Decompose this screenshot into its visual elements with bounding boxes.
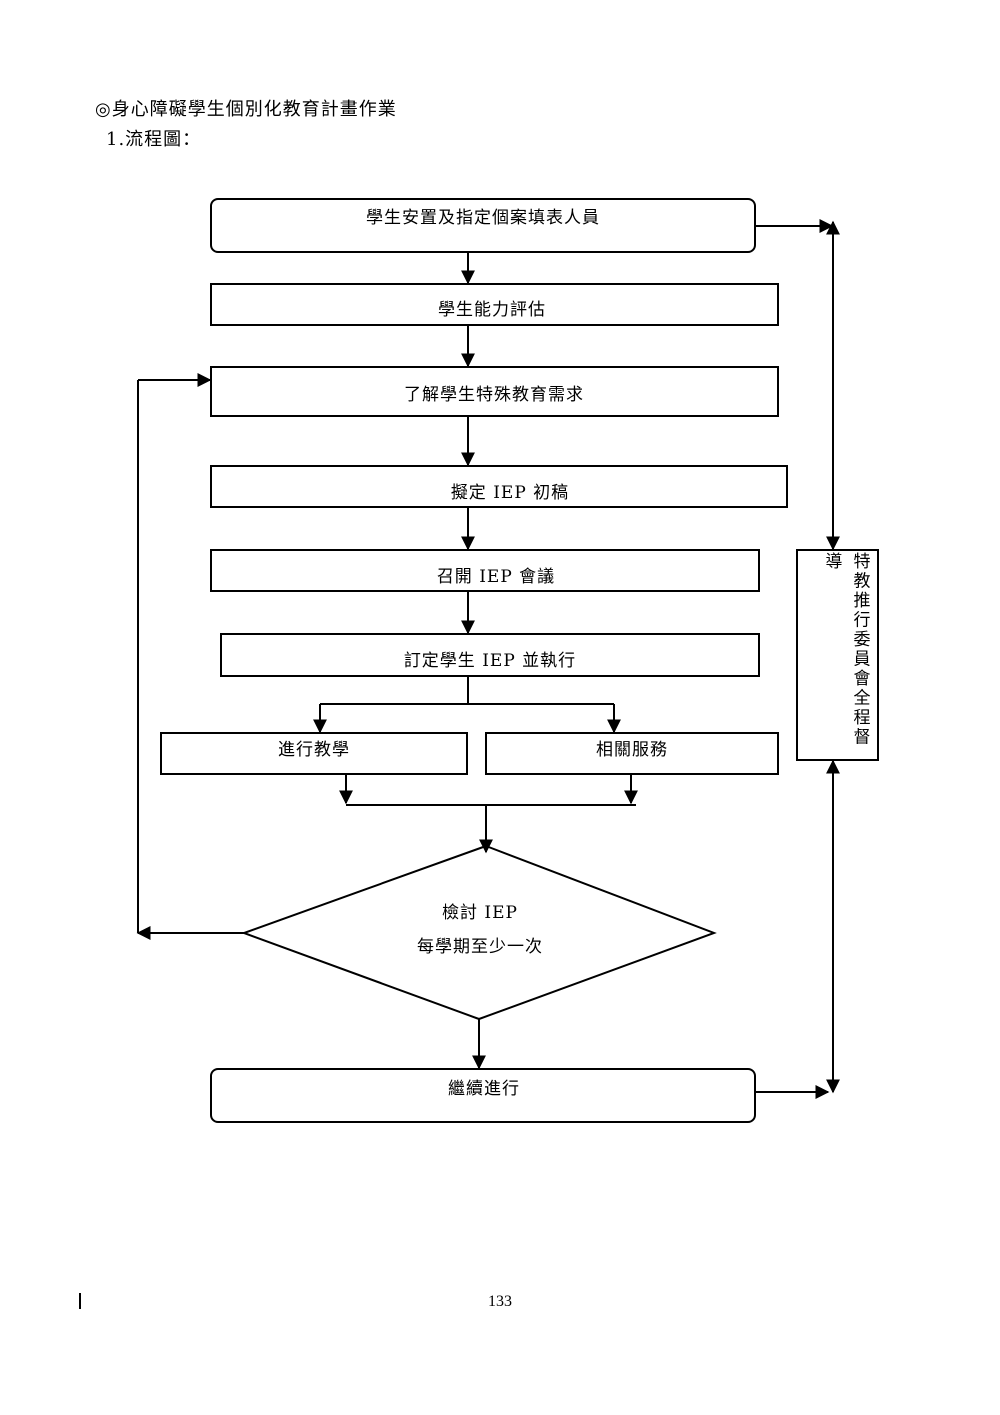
subtitle: 1.流程圖： [106,129,202,150]
sup-right-char-8: 全 [854,689,871,709]
assessment-label: 學生能力評估 [438,300,546,320]
sup-right-char-3: 推 [854,591,871,611]
continue-label: 繼續進行 [448,1079,520,1099]
teaching-node [160,732,468,775]
supervision-box [796,549,879,761]
meeting-node [210,549,760,592]
placement-label: 學生安置及指定個案填表人員 [366,208,600,228]
sup-right-char-10: 督 [854,728,871,748]
supervision-text-left: 導 [826,552,843,572]
page-number: 133 [488,1293,512,1310]
sup-right-char-5: 委 [854,630,871,650]
review-decision [241,844,717,1021]
sup-right-char-9: 程 [854,708,871,728]
sup-right-char-7: 會 [854,669,871,689]
needs-label: 了解學生特殊教育需求 [404,385,584,405]
sup-left-char-1: 導 [826,552,843,572]
review-label-line1: 檢討 IEP [442,903,518,923]
needs-node [210,366,779,417]
services-label: 相關服務 [596,740,668,760]
sup-right-char-6: 員 [854,650,871,670]
review-label-line2: 每學期至少一次 [417,937,543,957]
finalize-node [220,633,760,677]
sup-right-char-2: 教 [854,572,871,592]
draft-label: 擬定 IEP 初稿 [451,483,569,503]
meeting-label: 召開 IEP 會議 [437,567,555,587]
placement-node [210,198,756,253]
section-title: ◎身心障礙學生個別化教育計畫作業 [95,99,397,120]
sup-right-char-1: 特 [854,552,871,572]
finalize-label: 訂定學生 IEP 並執行 [404,651,576,671]
draft-node [210,465,788,508]
assessment-node [210,283,779,326]
sup-right-char-4: 行 [854,611,871,631]
margin-bar [79,1293,81,1309]
teaching-label: 進行教學 [278,740,350,760]
